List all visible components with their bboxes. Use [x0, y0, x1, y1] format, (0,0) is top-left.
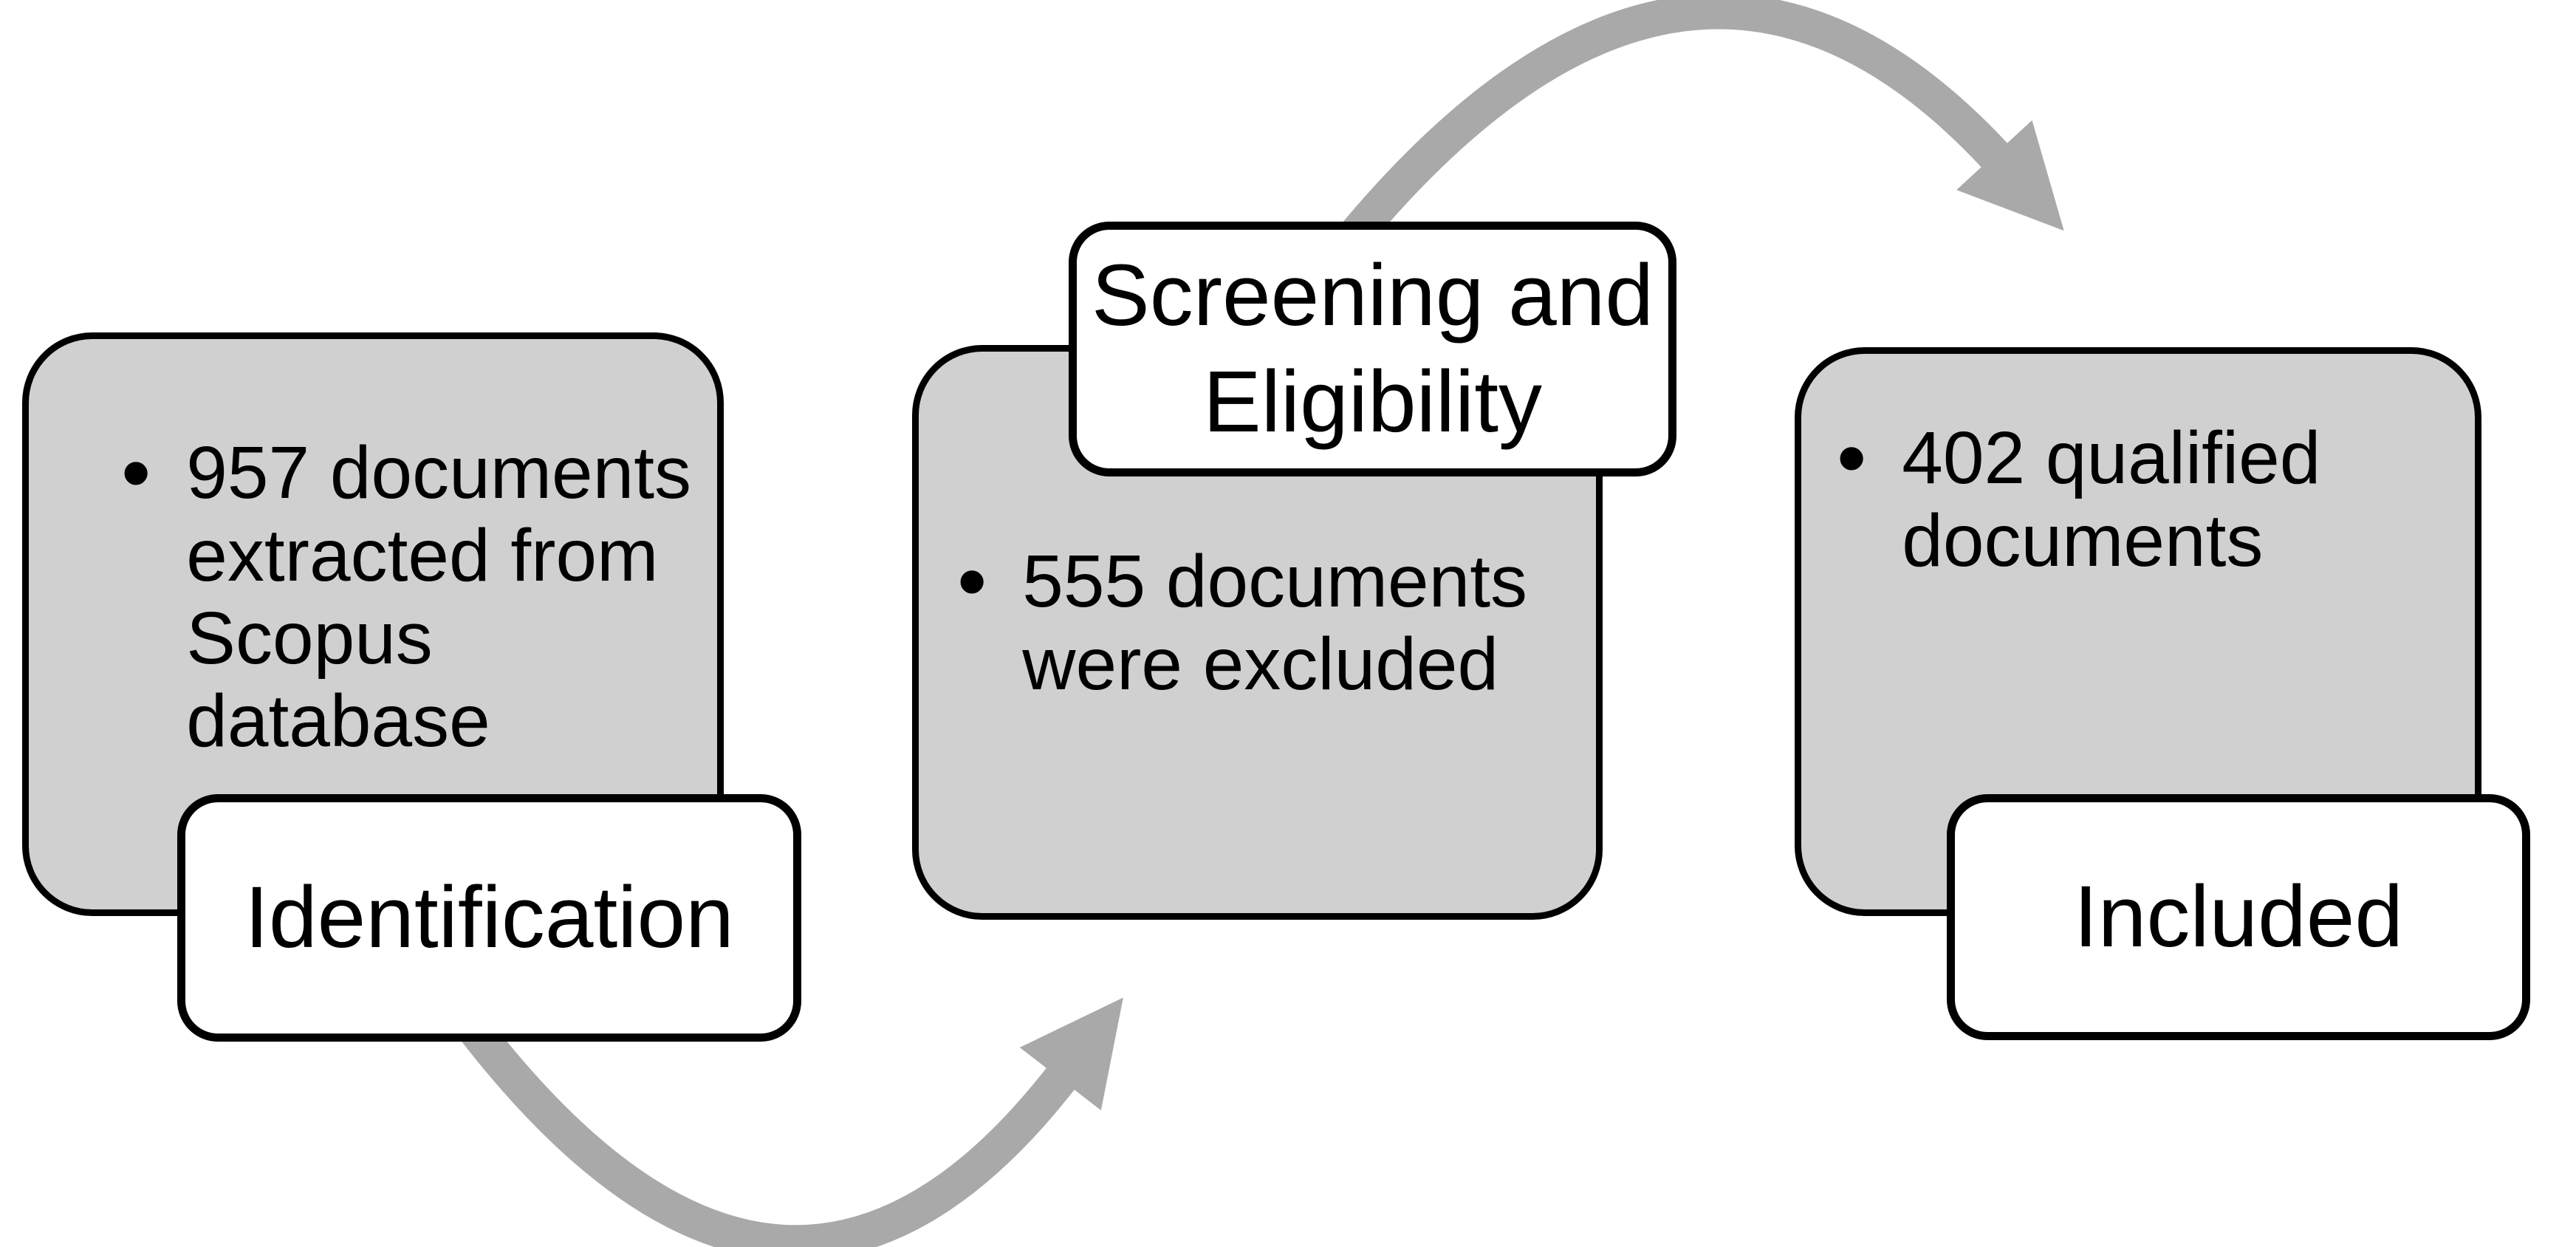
screening-bullet-text: 555 documents were excluded — [1022, 540, 1528, 706]
included-bullet-text: 402 qualified documents — [1902, 417, 2321, 582]
identification-stage-label: Identification — [177, 794, 801, 1042]
list-item: • 555 documents were excluded — [957, 534, 1581, 706]
identification-bullet-text: 957 documents extracted from Scopus data… — [186, 431, 692, 762]
bullet-icon: • — [957, 534, 987, 629]
list-item: • 957 documents extracted from Scopus da… — [121, 426, 695, 763]
curved-arrow-identification-to-screening-icon — [459, 997, 1123, 1247]
included-stage-label: Included — [1947, 794, 2530, 1040]
identification-stage-box: • 957 documents extracted from Scopus da… — [22, 332, 724, 916]
bullet-icon: • — [1837, 411, 1867, 505]
screening-stage-label: Screening and Eligibility — [1069, 222, 1676, 476]
curved-arrow-screening-to-included-icon — [1334, 0, 2064, 256]
list-item: • 402 qualified documents — [1837, 411, 2460, 583]
bullet-icon: • — [121, 426, 151, 520]
